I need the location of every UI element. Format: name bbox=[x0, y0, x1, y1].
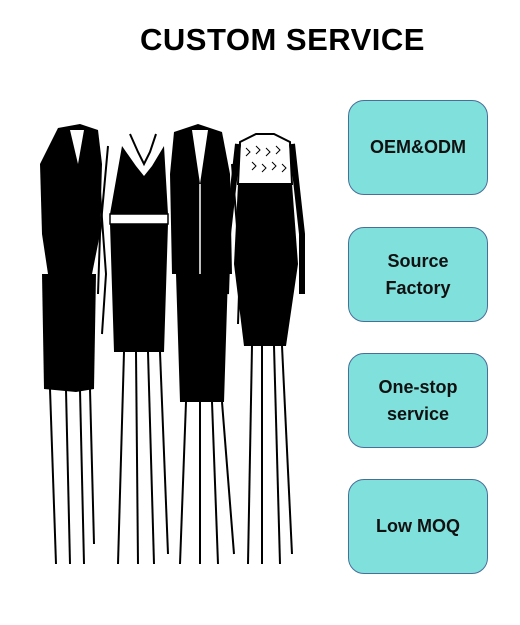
figure-belted-dress bbox=[97, 133, 185, 565]
service-source-factory: Source Factory bbox=[348, 227, 488, 322]
page-title: CUSTOM SERVICE bbox=[140, 22, 425, 57]
figure-jacket-skirt bbox=[170, 124, 242, 565]
figure-lace-dress bbox=[223, 133, 305, 565]
fashion-sketch-icon bbox=[40, 124, 310, 566]
service-one-stop: One-stop service bbox=[348, 353, 488, 448]
figure-blazer-suit bbox=[40, 124, 108, 565]
service-low-moq: Low MOQ bbox=[348, 479, 488, 574]
service-oem-odm: OEM&ODM bbox=[348, 100, 488, 195]
